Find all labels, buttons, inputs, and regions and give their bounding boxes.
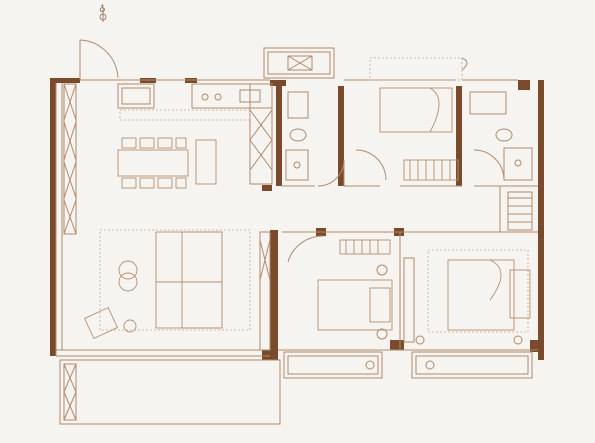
wall-top-right [518,80,530,90]
kitchen [117,83,273,185]
bathroom-1 [285,91,345,187]
master-bedroom [355,87,459,181]
wall-left-lower [50,238,56,356]
wall-top-left [50,78,80,83]
north-arrow-icon: ♁ [99,4,107,22]
right-wardrobe [507,191,533,231]
living-room [83,229,271,351]
top-balcony [263,47,468,81]
bottom-balconies [283,351,533,379]
entry-door [79,39,119,80]
wall-bath2-left [456,86,462,186]
wall-bed-divider-bottom [390,340,404,350]
wall-living-bottom-corner [262,350,276,360]
wall-kitchen-corner [262,185,272,191]
left-window [63,83,77,235]
north-arrow-glyph: ♁ [99,4,106,15]
coffee-table-b [118,272,138,292]
wall-kitchen-right [276,86,282,186]
bathroom-2 [469,91,533,181]
wall-bath1-right [338,86,344,186]
bedroom-2 [287,235,393,340]
bottom-left-balcony [59,359,281,425]
dining-table [117,137,217,189]
wall-right [538,80,544,360]
coffee-table-a [118,260,138,280]
wall-left-upper [50,78,56,238]
partitions [55,79,538,357]
bedroom-3 [403,249,531,345]
wall-bottom-right [530,340,544,352]
wall-living-right [270,230,278,360]
wall-top-mid [270,80,286,86]
